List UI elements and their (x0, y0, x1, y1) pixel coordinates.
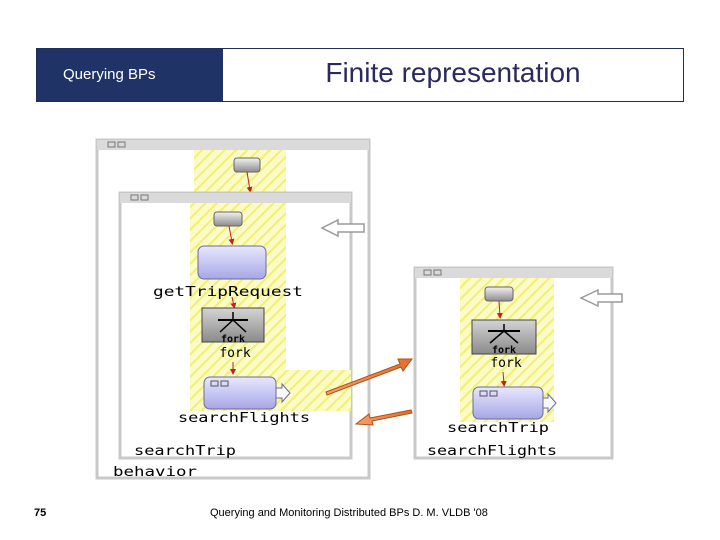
left-entry-arrow-icon (320, 218, 365, 238)
right-entry-arrow-icon (579, 288, 623, 308)
footer-citation: Querying and Monitoring Distributed BPs … (210, 507, 488, 519)
right-search-trip-label: searchTrip (447, 421, 549, 436)
left-search-flights-label: searchFlights (178, 411, 310, 426)
left-outer-container-label: behavior (113, 465, 197, 480)
slide-header: Querying BPs Finite representation (36, 48, 684, 102)
left-inner-container (118, 191, 353, 460)
left-fork-label: fork (219, 346, 250, 361)
call-arrow-icon (325, 358, 413, 396)
right-fork-label: fork (490, 356, 521, 371)
right-container (413, 266, 614, 460)
left-inner-container-label: searchTrip (134, 444, 236, 459)
right-fork-icon-label: fork (492, 345, 516, 356)
section-label: Querying BPs (37, 49, 223, 101)
right-container-label: searchFlights (427, 444, 557, 459)
slide-title: Finite representation (325, 57, 581, 88)
return-arrow-icon (354, 409, 413, 426)
left-fork-icon-label: fork (221, 334, 245, 345)
get-trip-request-label: getTripRequest (153, 285, 303, 300)
page-number: 75 (34, 507, 47, 519)
